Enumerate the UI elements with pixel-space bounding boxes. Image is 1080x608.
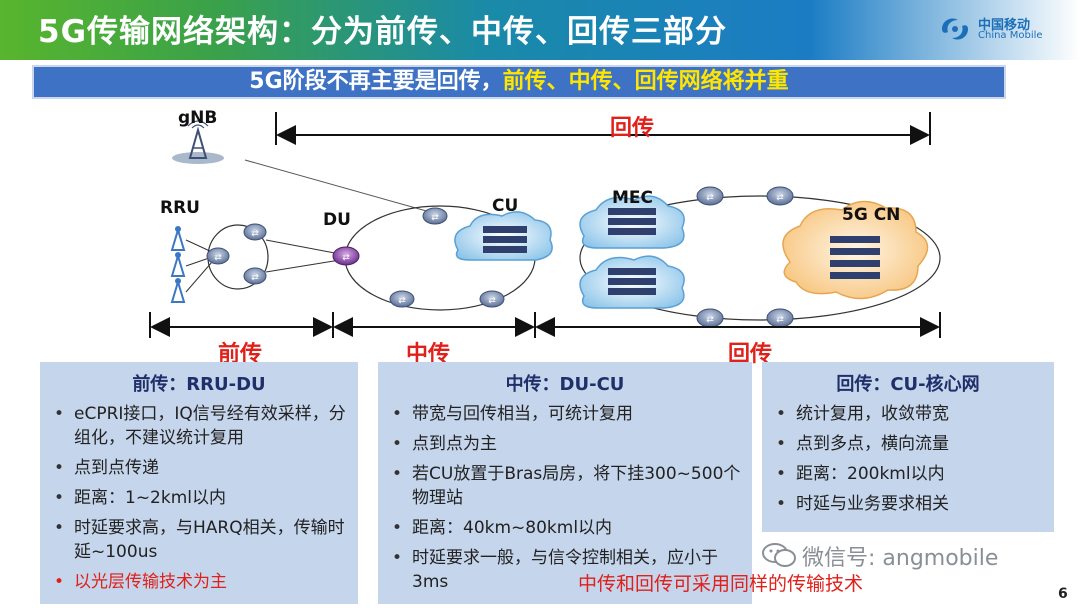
router-icon: ⇄ — [422, 207, 448, 225]
rru-antenna-icons — [170, 226, 213, 303]
segment-spans — [149, 312, 941, 338]
subtitle-part1: 5G阶段不再主要是回传， — [249, 69, 503, 94]
du-node-icon: ⇄ — [332, 246, 360, 266]
network-diagram: ⇄ ⇄ ⇄ ⇄ ⇄ ⇄ ⇄ ⇄ ⇄ ⇄ ⇄ — [149, 112, 941, 338]
mec-label: MEC — [612, 188, 654, 208]
svg-text:⇄: ⇄ — [214, 253, 222, 263]
core-network-cloud-icon — [782, 200, 929, 300]
panel-list: 统计复用，收敛带宽 点到多点，横向流量 距离：200kml以内 时延与业务要求相… — [762, 402, 1054, 516]
panel-title: 前传：RRU-DU — [132, 374, 266, 395]
svg-text:⇄: ⇄ — [431, 213, 439, 223]
cu-label: CU — [492, 196, 519, 216]
backhaul-panel: 回传：CU-核心网 统计复用，收敛带宽 点到多点，横向流量 距离：200kml以… — [762, 362, 1054, 532]
wechat-icon — [762, 543, 796, 567]
svg-text:⇄: ⇄ — [398, 296, 406, 306]
gnb-tower-icon — [172, 120, 224, 164]
svg-text:⇄: ⇄ — [776, 315, 784, 325]
list-item-highlight: 以光层传输技术为主 — [54, 570, 358, 594]
router-icon: ⇄ — [479, 290, 505, 308]
list-item: 距离：40km~80kml以内 — [392, 516, 752, 540]
list-item: 点到点为主 — [392, 432, 752, 456]
list-item: 距离：200kml以内 — [776, 462, 1054, 486]
logo-text-cn: 中国移动 — [978, 18, 1031, 33]
du-label: DU — [323, 210, 351, 230]
watermark-text: 微信号: angmobile — [802, 546, 999, 571]
router-icon: ⇄ — [766, 308, 794, 328]
router-icon: ⇄ — [206, 247, 230, 265]
title-bar: 5G传输网络架构：分为前传、中传、回传三部分 中国移动 China Mobile — [0, 0, 1080, 60]
list-item: 时延要求一般，与信令控制相关，应小于3ms — [392, 546, 752, 594]
subtitle-part2: 前传、中传、回传网络将并重 — [502, 69, 789, 94]
gnb-label: gNB — [178, 108, 218, 128]
core-network-label: 5G CN — [842, 205, 901, 225]
midhaul-panel: 中传：DU-CU 带宽与回传相当，可统计复用 点到点为主 若CU放置于Bras局… — [378, 362, 752, 604]
svg-text:⇄: ⇄ — [706, 193, 714, 203]
mec-cloud-icon — [579, 255, 685, 309]
list-item: 时延与业务要求相关 — [776, 492, 1054, 516]
svg-text:⇄: ⇄ — [488, 296, 496, 306]
top-backhaul-label: 回传 — [610, 116, 655, 141]
gnb-link-line — [244, 159, 431, 213]
page-title: 5G传输网络架构：分为前传、中传、回传三部分 — [38, 14, 728, 50]
mec-cloud-icon — [579, 195, 685, 249]
router-icon: ⇄ — [243, 267, 267, 285]
page-number: 6 — [1058, 586, 1068, 602]
shared-technology-note: 中传和回传可采用同样的传输技术 — [578, 573, 864, 595]
router-icon: ⇄ — [389, 290, 415, 308]
list-item: 统计复用，收敛带宽 — [776, 402, 1054, 426]
cu-cloud-icon — [454, 211, 553, 261]
router-icon: ⇄ — [243, 223, 267, 241]
router-icon: ⇄ — [696, 308, 724, 328]
list-item: 距离：1~2kml以内 — [54, 486, 358, 510]
list-item: 点到多点，横向流量 — [776, 432, 1054, 456]
subtitle-bar: 5G阶段不再主要是回传，前传、中传、回传网络将并重 — [32, 65, 1006, 99]
router-icon: ⇄ — [696, 186, 724, 206]
list-item: 时延要求高，与HARQ相关，传输时延~100us — [54, 516, 358, 564]
list-item: 带宽与回传相当，可统计复用 — [392, 402, 752, 426]
list-item: eCPRI接口，IQ信号经有效采样，分组化，不建议统计复用 — [54, 402, 358, 450]
fronthaul-panel: 前传：RRU-DU eCPRI接口，IQ信号经有效采样，分组化，不建议统计复用 … — [40, 362, 358, 604]
svg-text:⇄: ⇄ — [251, 229, 259, 239]
svg-text:⇄: ⇄ — [776, 193, 784, 203]
svg-text:⇄: ⇄ — [706, 315, 714, 325]
list-item: 若CU放置于Bras局房，将下挂300~500个物理站 — [392, 462, 752, 510]
panel-list: eCPRI接口，IQ信号经有效采样，分组化，不建议统计复用 点到点传递 距离：1… — [40, 402, 358, 594]
router-icon: ⇄ — [766, 186, 794, 206]
panel-list: 带宽与回传相当，可统计复用 点到点为主 若CU放置于Bras局房，将下挂300~… — [378, 402, 752, 594]
svg-text:⇄: ⇄ — [251, 273, 259, 283]
panel-title: 回传：CU-核心网 — [836, 374, 980, 395]
top-backhaul-span — [275, 112, 931, 145]
china-mobile-logo-icon — [942, 18, 968, 40]
logo-text-en: China Mobile — [978, 30, 1043, 41]
panel-title: 中传：DU-CU — [505, 374, 625, 395]
rru-label: RRU — [160, 198, 200, 218]
svg-text:⇄: ⇄ — [342, 253, 350, 263]
china-mobile-logo: 中国移动 China Mobile — [938, 14, 1058, 46]
list-item: 点到点传递 — [54, 456, 358, 480]
